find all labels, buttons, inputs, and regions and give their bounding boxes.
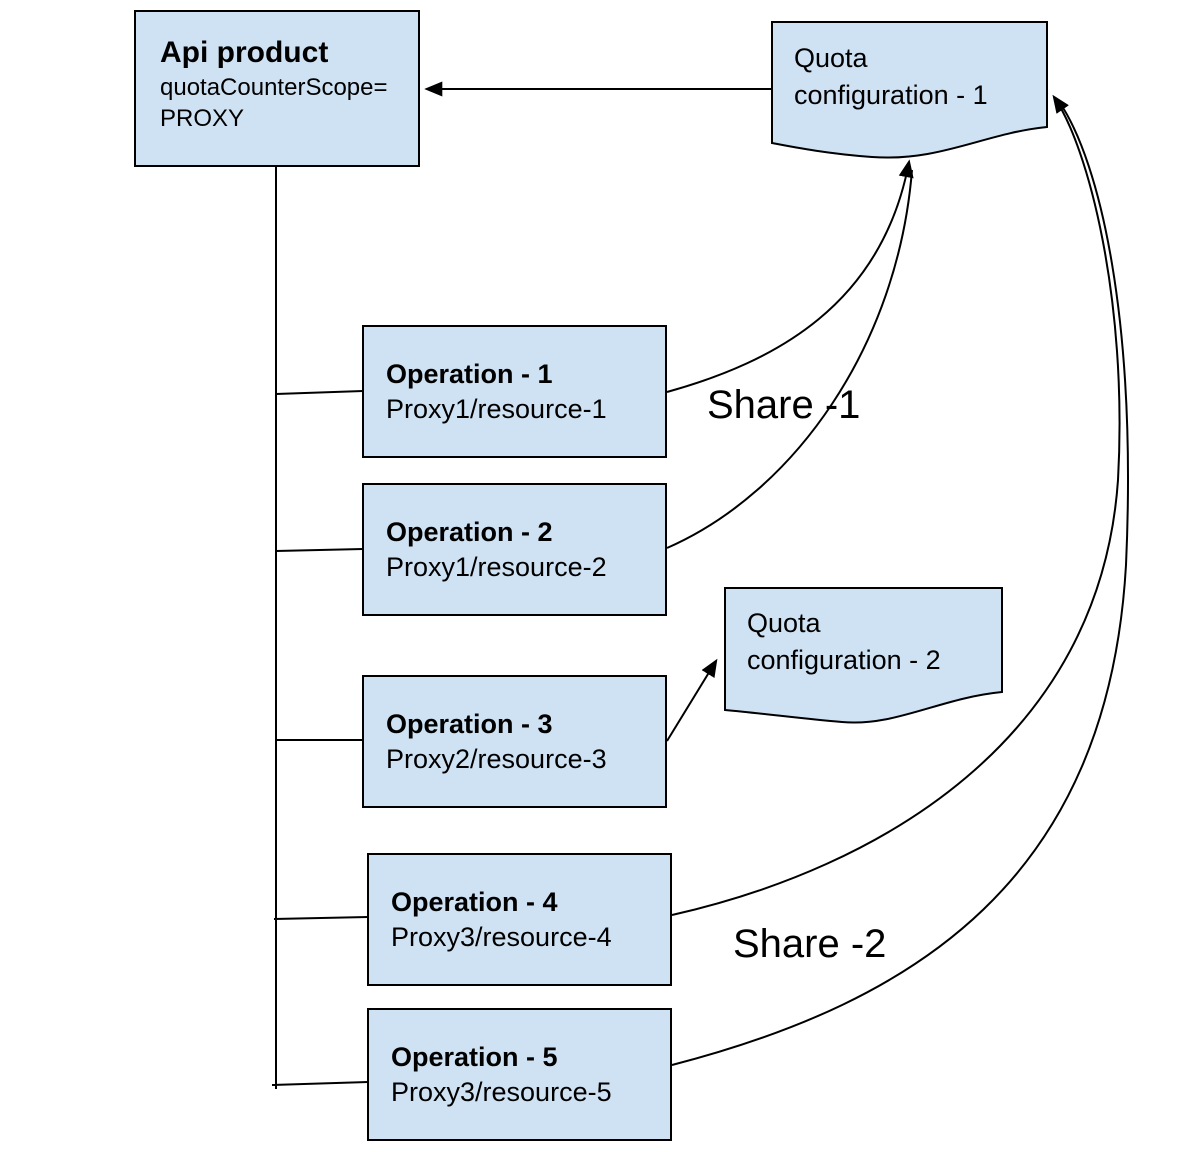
quota-config-2-label: Quota configuration - 2: [747, 605, 941, 679]
share-2-label: Share -2: [733, 922, 887, 966]
curve-op1-to-quota1: [666, 159, 914, 393]
quota-config-2-label-line2: configuration - 2: [747, 645, 941, 675]
curve-op2-to-quota1: [666, 169, 913, 549]
quota-config-1-label: Quota configuration - 1: [794, 40, 988, 114]
operation-2-resource: Proxy1/resource-2: [386, 552, 607, 582]
quota-config-2-shape: [724, 587, 1003, 724]
operation-1-node: Operation - 1 Proxy1/resource-1: [362, 325, 667, 458]
operation-3-title: Operation - 3: [386, 709, 553, 739]
operation-5-resource: Proxy3/resource-5: [391, 1077, 612, 1107]
operation-2-node: Operation - 2 Proxy1/resource-2: [362, 483, 667, 616]
operation-1-title: Operation - 1: [386, 359, 553, 389]
operation-5-node: Operation - 5 Proxy3/resource-5: [367, 1008, 672, 1141]
operation-4-title: Operation - 4: [391, 887, 558, 917]
quota-config-1-label-line2: configuration - 1: [794, 80, 988, 110]
trunk-line: [271, 167, 369, 1089]
share-1-label: Share -1: [707, 383, 861, 427]
operation-1-resource: Proxy1/resource-1: [386, 394, 607, 424]
curve-op5-to-quota1: [671, 102, 1129, 1066]
api-product-attribute-line1: quotaCounterScope=: [160, 74, 388, 101]
arrow-op3-to-quota2: [666, 658, 718, 742]
operation-3-node: Operation - 3 Proxy2/resource-3: [362, 675, 667, 808]
operation-4-node: Operation - 4 Proxy3/resource-4: [367, 853, 672, 986]
operation-5-title: Operation - 5: [391, 1042, 558, 1072]
quota-config-1-shape: [771, 21, 1048, 159]
curve-op4-to-quota1: [671, 94, 1121, 916]
api-product-node: Api product quotaCounterScope= PROXY: [134, 10, 420, 167]
api-product-attribute-line2: PROXY: [160, 105, 245, 132]
operation-4-resource: Proxy3/resource-4: [391, 922, 612, 952]
quota-config-2-label-line1: Quota: [747, 608, 821, 638]
operation-2-title: Operation - 2: [386, 517, 553, 547]
quota-config-1-label-line1: Quota: [794, 43, 868, 73]
operation-3-resource: Proxy2/resource-3: [386, 744, 607, 774]
api-product-title: Api product: [160, 36, 329, 69]
